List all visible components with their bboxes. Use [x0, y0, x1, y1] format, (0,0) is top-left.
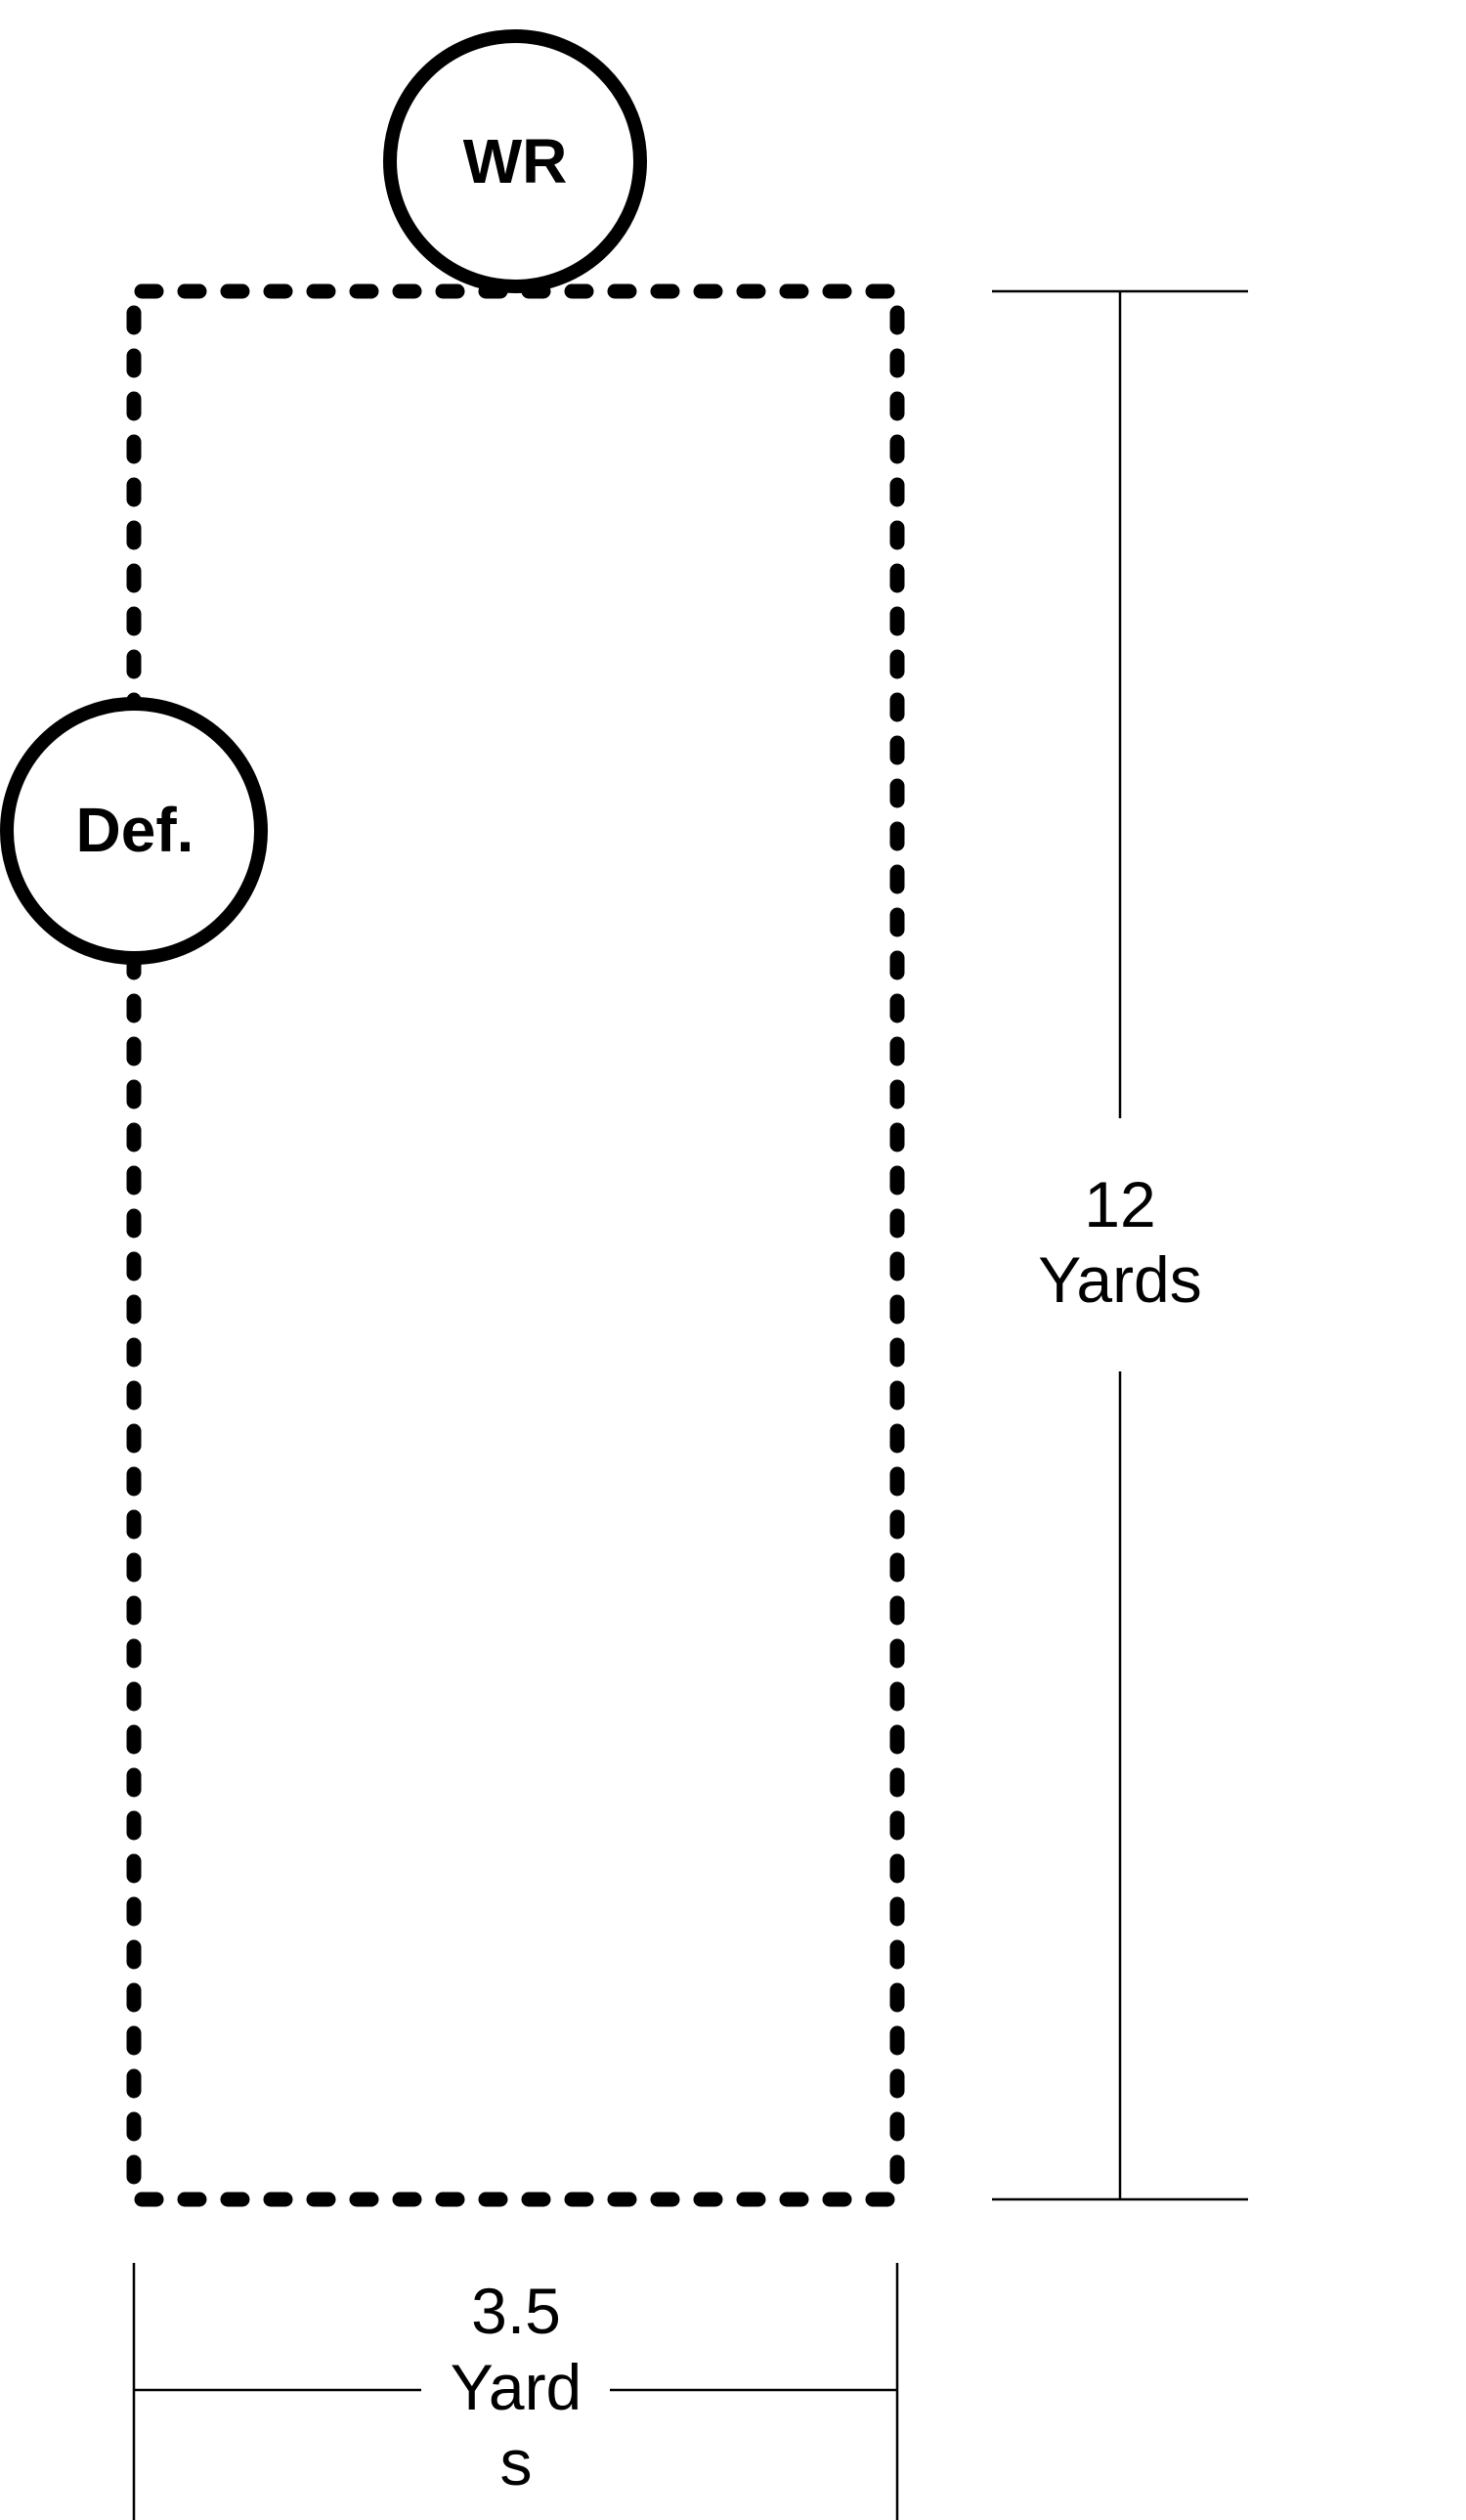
coverage-zone	[126, 283, 905, 2207]
length-label-unit: Yards	[1038, 1243, 1202, 1316]
receiver-circle	[383, 29, 647, 293]
defender-marker: Def.	[0, 697, 268, 965]
width-label-unit-part2: s	[500, 2426, 533, 2498]
receiver-marker: WR	[383, 29, 647, 293]
length-label-value: 12	[1084, 1168, 1155, 1240]
length-dimension: 12 Yards	[992, 289, 1248, 2201]
width-label-unit-part1: Yard	[451, 2351, 582, 2423]
defender-circle	[0, 697, 268, 965]
receiver-label: WR	[463, 126, 568, 196]
defender-label: Def.	[76, 795, 194, 865]
width-dimension: 3.5 Yard s	[132, 2263, 899, 2520]
width-label-value: 3.5	[471, 2275, 561, 2347]
